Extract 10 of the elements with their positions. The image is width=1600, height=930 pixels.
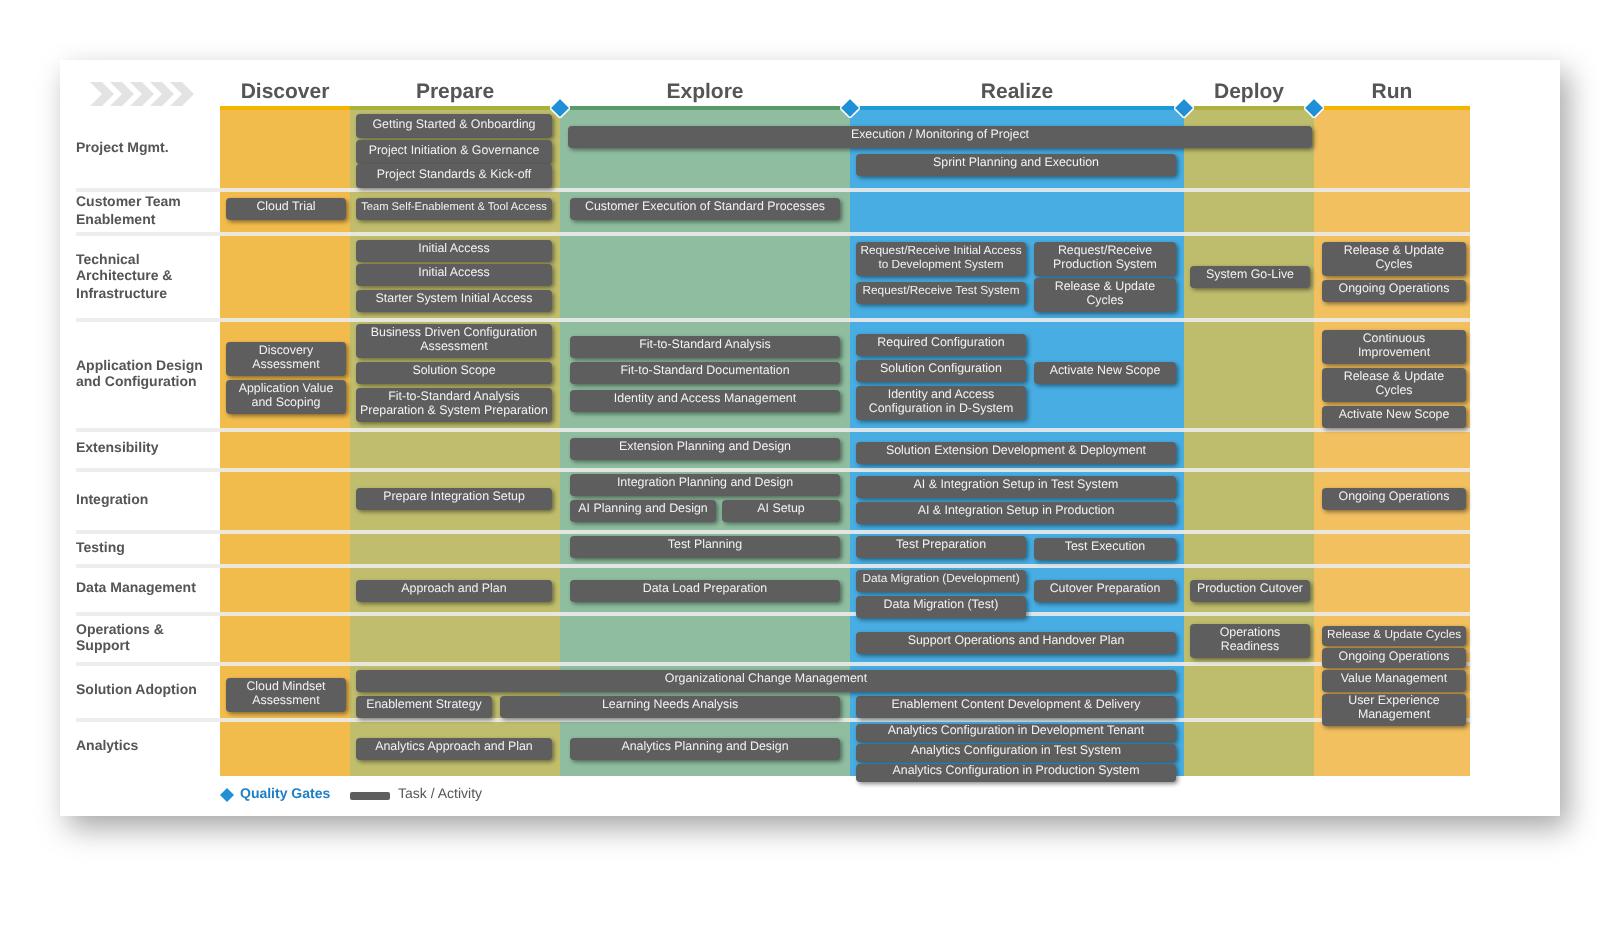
phase-column (350, 80, 560, 776)
phase-heading: Discover (238, 80, 332, 104)
phase-heading: Prepare (413, 80, 497, 104)
phase-column (1314, 80, 1470, 776)
phase-heading: Explore (664, 80, 746, 104)
phase-heading: Realize (978, 80, 1056, 104)
phase-column (1184, 80, 1314, 776)
phase-heading: Deploy (1211, 80, 1286, 104)
phase-heading: Run (1369, 80, 1415, 104)
phase-column (220, 80, 350, 776)
